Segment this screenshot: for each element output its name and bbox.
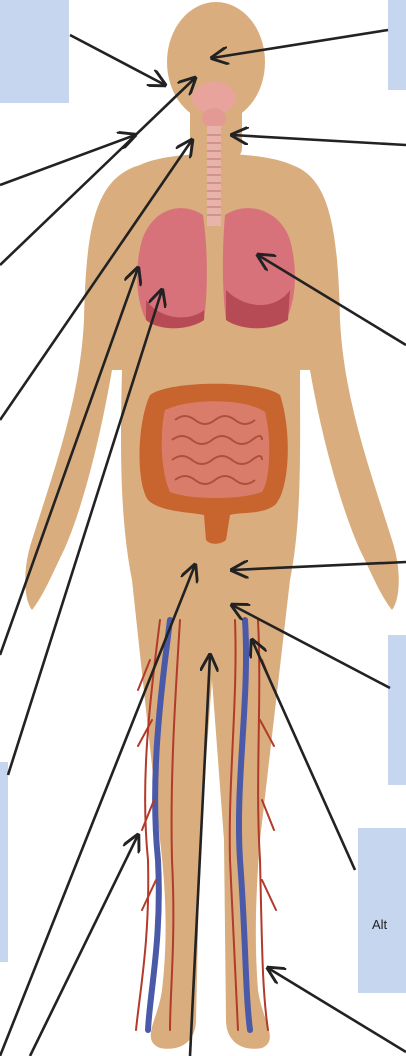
anatomy-diagram [0, 0, 406, 1056]
